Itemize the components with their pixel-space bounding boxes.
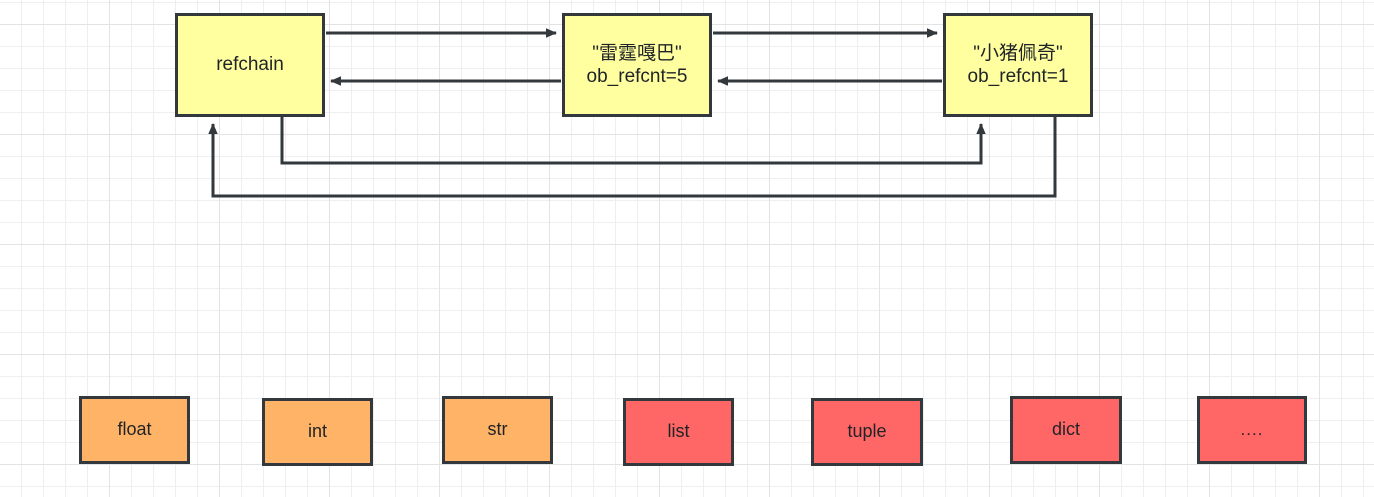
node-type-int-label: int xyxy=(307,421,327,442)
node-refchain-label: refchain xyxy=(216,54,284,76)
node-type-more[interactable]: .... xyxy=(1197,396,1307,464)
node-type-int[interactable]: int xyxy=(262,398,373,466)
node-type-str[interactable]: str xyxy=(442,396,553,464)
edge-peppa-to-refchain-loop xyxy=(208,117,1057,198)
node-type-list[interactable]: list xyxy=(623,398,734,466)
node-type-str-label: str xyxy=(487,419,508,440)
node-obj-peppa[interactable]: "小猪佩奇" ob_refcnt=1 xyxy=(943,13,1093,117)
node-type-tuple[interactable]: tuple xyxy=(811,398,923,466)
node-obj-peppa-refcnt: ob_refcnt=1 xyxy=(967,66,1069,87)
node-type-float[interactable]: float xyxy=(79,396,190,464)
node-obj-leiting[interactable]: "雷霆嘎巴" ob_refcnt=5 xyxy=(562,13,712,117)
node-type-dict-label: dict xyxy=(1051,419,1080,440)
node-type-list-label: list xyxy=(667,421,690,442)
edge-refchain-to-peppa-loop xyxy=(280,117,986,165)
node-type-dict[interactable]: dict xyxy=(1010,396,1122,464)
node-obj-peppa-name: "小猪佩奇" xyxy=(973,42,1063,64)
node-type-more-label: .... xyxy=(1240,419,1264,439)
node-refchain[interactable]: refchain xyxy=(175,13,325,117)
node-type-float-label: float xyxy=(117,419,152,440)
node-obj-leiting-name: "雷霆嘎巴" xyxy=(592,42,682,64)
node-type-tuple-label: tuple xyxy=(847,421,887,442)
node-obj-leiting-refcnt: ob_refcnt=5 xyxy=(586,66,688,87)
